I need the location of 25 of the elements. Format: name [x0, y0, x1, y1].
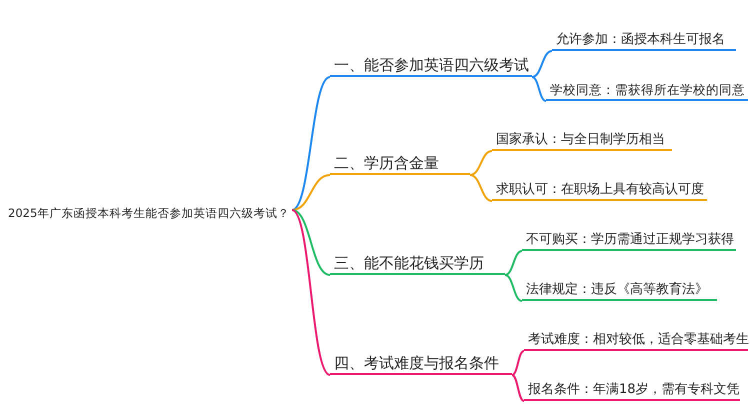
branch-connector [504, 274, 522, 302]
topic-node: 三、能不能花钱买学历 [330, 249, 505, 275]
topic-node: 四、考试难度与报名条件 [330, 349, 512, 375]
branch-connector [292, 174, 330, 211]
topic-node: 一、能否参加英语四六级考试 [330, 51, 532, 77]
topic-node: 考试难度：相对较低，适合零基础考生 [524, 327, 748, 351]
branch-connector [291, 209, 331, 376]
topic-node: 报名条件：年满18岁，需有专科文凭 [524, 377, 740, 401]
branch-connector [470, 174, 492, 202]
branch-connector [532, 50, 552, 78]
branch-connector [512, 374, 524, 402]
topic-node: 求职认可：在职场上具有较高认可度 [492, 177, 707, 201]
branch-connector [512, 350, 524, 376]
branch-connector [470, 150, 492, 176]
topic-node: 允许参加：函授本科生可报名 [552, 27, 736, 51]
branch-connector [291, 76, 331, 211]
root-topic: 2025年广东函授本科考生能否参加英语四六级考试？ [4, 198, 290, 222]
topic-node: 不可购买：学历需通过正规学习获得 [522, 227, 736, 251]
topic-node: 二、学历含金量 [330, 149, 470, 175]
topic-node: 法律规定：违反《高等教育法》 [522, 277, 717, 301]
topic-node: 学校同意：需获得所在学校的同意 [546, 77, 748, 101]
branch-connector [504, 250, 522, 276]
branch-connector [532, 76, 546, 102]
topic-node: 国家承认：与全日制学历相当 [492, 127, 672, 151]
branch-connector [292, 209, 330, 276]
